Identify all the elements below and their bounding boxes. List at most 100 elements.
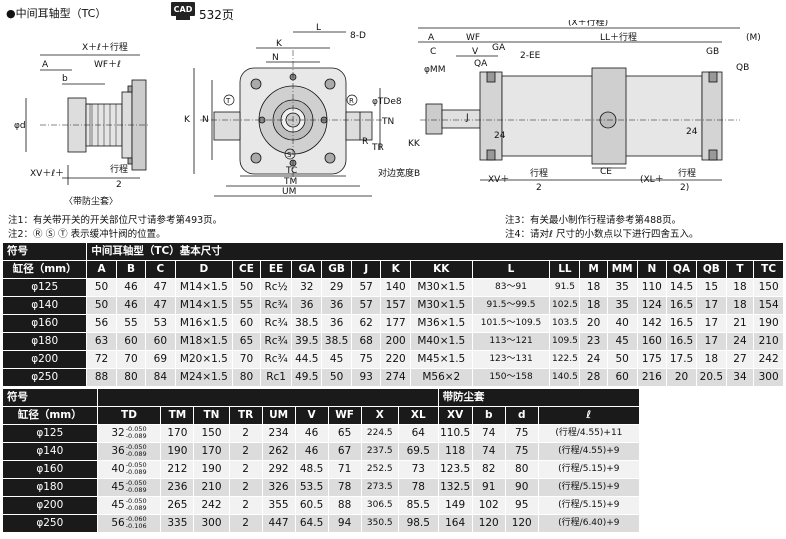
bore-cell: φ125	[2, 424, 98, 443]
table-cell: 36	[291, 296, 323, 315]
table-cell: 16.5	[666, 314, 697, 333]
col-header: ℓ	[537, 406, 641, 425]
table-cell: 350.5	[360, 514, 399, 533]
table-cell: 46	[115, 278, 147, 297]
table-cell: 177	[380, 314, 412, 333]
table-cell: 95	[504, 496, 539, 515]
table-cell: 53	[145, 314, 176, 333]
table-cell: 265	[160, 496, 195, 515]
tol-upper: -0.050	[125, 497, 147, 505]
table-cell: 60	[606, 368, 638, 387]
table-cell: 84	[145, 368, 176, 387]
table-cell: 80	[504, 460, 539, 479]
note-1: 注1：有关带开关的开关部位尺寸请参考第493页。	[8, 215, 223, 226]
table-cell: 23	[579, 332, 608, 351]
table-cell: 103.5	[549, 314, 581, 333]
table-cell: 46	[115, 296, 147, 315]
table-cell: 88	[86, 368, 117, 387]
table-cell: 120	[471, 514, 506, 533]
table-cell: 64.5	[294, 514, 329, 533]
table-cell: 190	[160, 442, 195, 461]
bore-cell: φ125	[1, 278, 88, 297]
col-header: WF	[327, 406, 362, 425]
table-cell: 45	[321, 350, 352, 369]
table-cell: 44.5	[291, 350, 323, 369]
table-cell: 160	[636, 332, 668, 351]
table-cell: 20	[579, 314, 608, 333]
table-cell: 68	[350, 332, 382, 351]
dim-j: J	[465, 113, 469, 123]
wrench-24-right: 24	[686, 127, 698, 137]
table-cell: 102	[471, 496, 506, 515]
table-cell: 157	[380, 296, 412, 315]
table-cell: 124	[636, 296, 668, 315]
dim-tr: TR	[371, 143, 384, 153]
table-cell: 216	[636, 368, 668, 387]
table-cell: 16.5	[666, 332, 697, 351]
col-header: GB	[321, 260, 352, 279]
dim-qa: QA	[474, 59, 488, 69]
td-value: 36	[111, 445, 125, 457]
col-header: QB	[695, 260, 727, 279]
table-cell: 64	[397, 424, 439, 443]
table-cell: 132.5	[437, 478, 473, 497]
table-cell: 18	[579, 296, 608, 315]
table-cell: M14×1.5	[174, 278, 234, 297]
cushion-t-mark: T	[225, 97, 231, 105]
table-cell: 63	[86, 332, 117, 351]
table-cell: (行程/5.15)+9	[537, 496, 641, 515]
table-cell: 447	[261, 514, 296, 533]
tol-lower: -0.089	[125, 468, 147, 476]
table-cell: 224.5	[360, 424, 399, 443]
table-cell: (行程/6.40)+9	[537, 514, 641, 533]
dim-wf-l: WF＋ℓ	[94, 59, 121, 70]
dim-8d: 8-D	[350, 31, 366, 41]
table-cell: 212	[160, 460, 195, 479]
table-cell: 34	[725, 368, 755, 387]
table-cell: 21	[725, 314, 755, 333]
table-cell: 74	[471, 442, 506, 461]
table-cell: M18×1.5	[174, 332, 234, 351]
table-cell: 150	[753, 278, 784, 297]
table-cell: 113～121	[471, 332, 551, 351]
table-cell: 50	[86, 296, 117, 315]
table-cell: 17	[695, 332, 727, 351]
td-value: 45	[111, 481, 125, 493]
table-cell: 65	[327, 424, 362, 443]
cad-icon[interactable]: CAD	[170, 1, 196, 21]
table-cell: 335	[160, 514, 195, 533]
table-cell: (行程/5.15)+9	[537, 460, 641, 479]
table-cell: 109.5	[549, 332, 581, 351]
table-cell: M20×1.5	[174, 350, 234, 369]
table-cell: 91.5	[549, 278, 581, 297]
table-cell: M30×1.5	[410, 296, 473, 315]
col-header: A	[86, 260, 117, 279]
table-cell: 18	[725, 296, 755, 315]
dim-m: (M)	[746, 33, 761, 43]
table-cell: 70	[115, 350, 147, 369]
table-cell: 67	[327, 442, 362, 461]
table-cell: (行程/5.15)+9	[537, 478, 641, 497]
col-header: T	[725, 260, 755, 279]
table-cell: 164	[437, 514, 473, 533]
table-cell: (行程/4.55)+11	[537, 424, 641, 443]
td-tolerance: -0.050-0.089	[126, 462, 147, 476]
table-cell: 94	[327, 514, 362, 533]
table-cell: 46	[294, 424, 329, 443]
table-cell: 78	[397, 478, 439, 497]
table-cell: 75	[504, 442, 539, 461]
dim-wf-r: WF	[466, 33, 480, 43]
bore-cell: φ160	[2, 460, 98, 479]
table-cell: 80	[115, 368, 147, 387]
table-cell: 200	[380, 332, 412, 351]
table-cell: 69.5	[397, 442, 439, 461]
table-cell: 35	[606, 278, 638, 297]
td-value: 40	[111, 463, 125, 475]
page-title: ●中间耳轴型（TC）	[6, 7, 107, 20]
table-cell: 74	[471, 424, 506, 443]
bore-cell: φ180	[2, 478, 98, 497]
dim-xv-r-stroke: 行程	[530, 167, 548, 179]
table-cell: 32	[291, 278, 323, 297]
table-cell: 28	[579, 368, 608, 387]
